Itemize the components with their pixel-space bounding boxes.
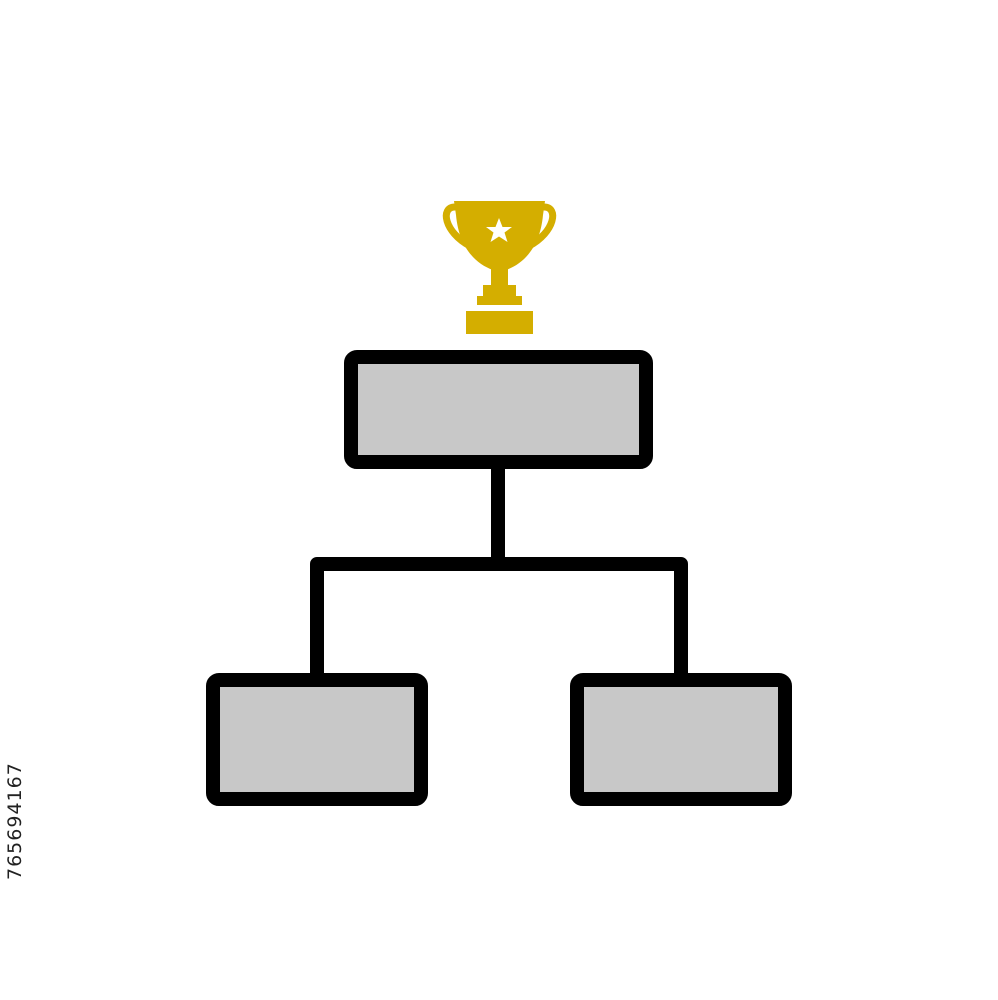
trophy-tier-2 [477,296,522,305]
connector-branch [310,557,688,685]
bracket-box-left [206,673,428,806]
bracket-connectors [310,461,688,685]
image-id-label: 765694167 [4,762,26,880]
trophy-icon [442,201,557,334]
trophy-tier-1 [483,285,516,296]
bracket-box-right [570,673,792,806]
bracket-box-final [344,350,653,469]
trophy-stem [491,268,508,286]
star-icon [486,218,512,242]
trophy-base [466,311,533,334]
